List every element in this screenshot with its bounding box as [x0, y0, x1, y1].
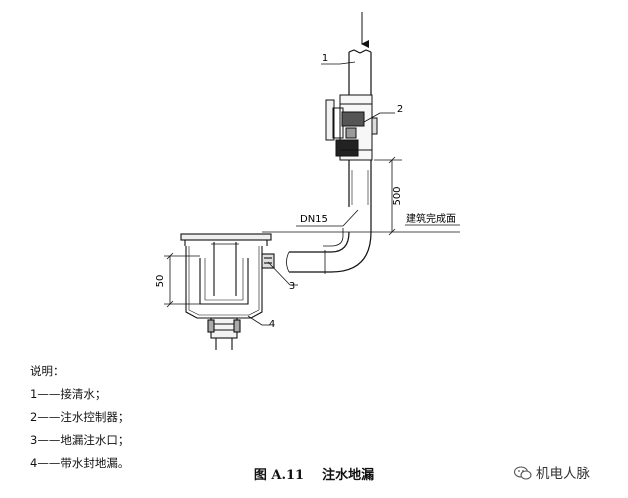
leader-lines: [247, 61, 460, 326]
legend: 说明： 1——接清水； 2——注水控制器； 3——地漏注水口； 4——带水封地漏…: [30, 360, 129, 475]
floor-drain: [180, 233, 275, 350]
dimension-500: [374, 156, 402, 236]
figure-caption: 图 A.11 注水地漏: [0, 464, 628, 483]
callout-4: 4: [269, 319, 275, 330]
callout-3: 3: [289, 281, 295, 292]
wechat-icon: [514, 466, 532, 480]
water-injection-controller: [325, 94, 378, 161]
water-supply-pipe: [286, 12, 372, 274]
callout-1: 1: [322, 53, 328, 64]
dimension-500-label: 500: [392, 186, 403, 205]
watermark-text: 机电人脉: [536, 466, 590, 482]
legend-item-4: 4——带水封地漏。: [30, 456, 130, 470]
pipe-size-label: DN15: [300, 214, 328, 225]
legend-item-3: 3——地漏注水口；: [30, 433, 130, 447]
figure-title: 注水地漏: [322, 468, 375, 483]
figure-number: 图 A.11: [253, 468, 305, 483]
legend-item-1: 1——接清水；: [30, 387, 107, 401]
dimension-50: [164, 252, 200, 308]
floor-finish-label: 建筑完成面: [406, 212, 456, 225]
dimension-50-label: 50: [155, 275, 166, 288]
legend-title: 说明：: [30, 364, 65, 378]
callout-2: 2: [397, 104, 403, 115]
legend-item-2: 2——注水控制器；: [30, 410, 130, 424]
watermark: 机电人脉: [514, 462, 590, 482]
